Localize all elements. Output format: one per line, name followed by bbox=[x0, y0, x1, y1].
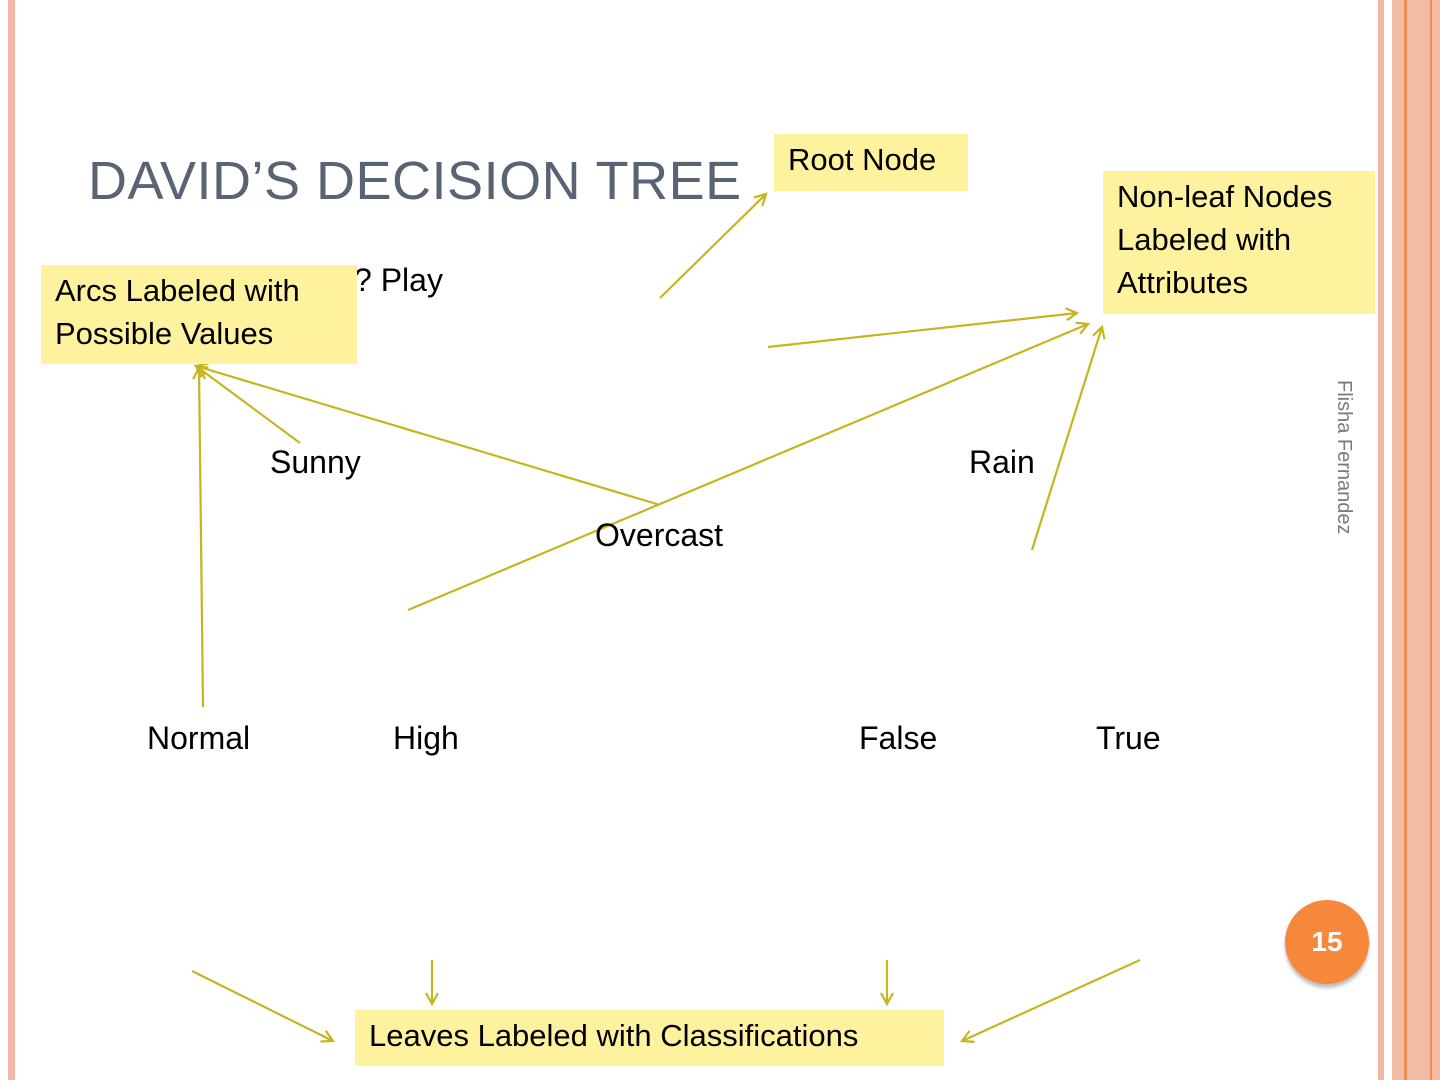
arrow-to-leaves-1 bbox=[191, 970, 333, 1041]
arrow-to-nonleaf-3 bbox=[1030, 327, 1102, 551]
arrow-to-arcs-3 bbox=[199, 368, 203, 708]
arrow-to-leaves-4 bbox=[962, 958, 1141, 1041]
arc-label-sunny: Sunny bbox=[270, 444, 361, 480]
arc-label-true: True bbox=[1096, 720, 1161, 756]
right-border-band bbox=[1392, 0, 1440, 1080]
arc-label-overcast: Overcast bbox=[595, 517, 724, 553]
callout-arcs: Arcs Labeled with Possible Values bbox=[41, 265, 357, 364]
arc-label-false: False bbox=[859, 720, 938, 756]
page-number-badge: 15 bbox=[1285, 900, 1369, 984]
slide-title: DAVID’S DECISION TREE bbox=[88, 151, 742, 211]
right-border-line bbox=[1378, 0, 1384, 1080]
callout-non-leaf-nodes: Non-leaf Nodes Labeled with Attributes bbox=[1103, 171, 1375, 314]
arrow-to-nonleaf-2 bbox=[407, 324, 1088, 612]
arrow-to-root bbox=[659, 194, 766, 299]
left-border bbox=[8, 0, 15, 1080]
callout-root-node: Root Node bbox=[774, 134, 968, 191]
arrow-to-nonleaf-1 bbox=[767, 313, 1077, 349]
page-number: 15 bbox=[1311, 926, 1343, 957]
callout-leaves: Leaves Labeled with Classifications bbox=[355, 1010, 944, 1066]
arrow-to-arcs-2 bbox=[196, 366, 661, 507]
author-name: Flisha Fernandez bbox=[1333, 380, 1355, 535]
right-border-stripe bbox=[1404, 0, 1407, 1080]
arc-label-rain: Rain bbox=[969, 444, 1035, 480]
right-border-stripe-outer bbox=[1430, 0, 1432, 1080]
arrow-to-arcs-1 bbox=[196, 366, 301, 444]
arc-label-high: High bbox=[393, 720, 459, 756]
arc-label-normal: Normal bbox=[147, 720, 251, 756]
